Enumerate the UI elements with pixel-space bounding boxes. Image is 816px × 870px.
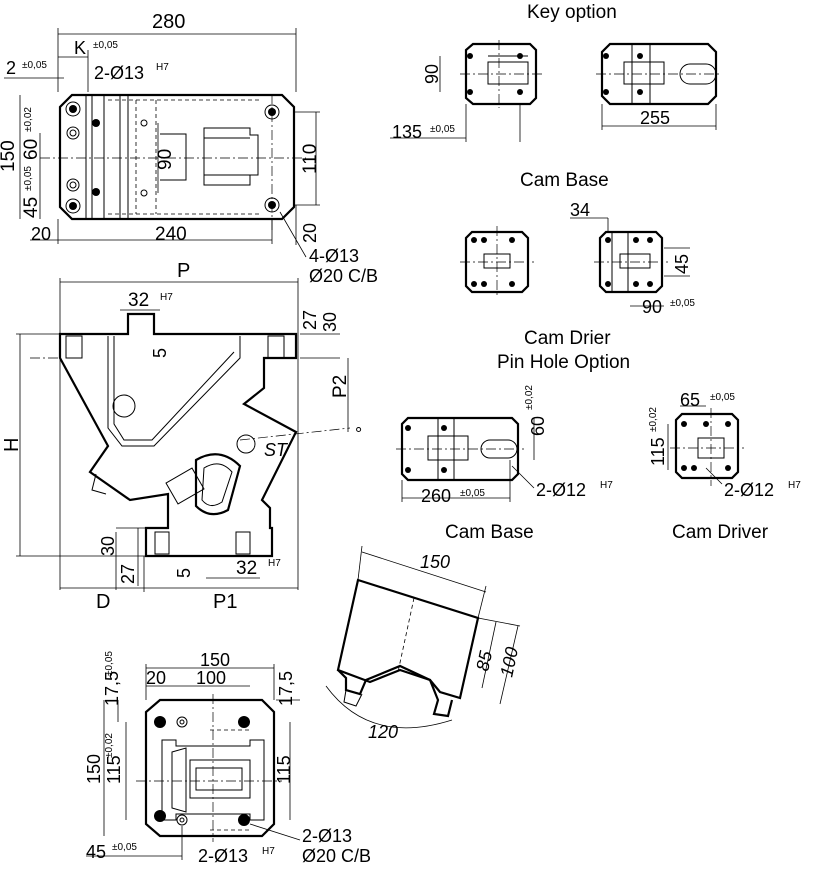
dim-20-right: 20 [300,223,320,243]
cd-h7: H7 [788,480,801,491]
bv-dim-17-5-left: 17,5 [102,671,122,706]
dim-20-left: 20 [31,224,51,244]
top-view: 280 K ±0,05 2 ±0,05 2-Ø13 H7 [0,11,378,286]
dim-d: D [96,591,110,613]
bv-dim-115-right: 115 [274,755,294,784]
label-h7: H7 [156,62,169,73]
bottom-view: 150 20 100 17,5 ±0,05 17,5 150 115 ±0,02… [84,650,371,866]
ph-holes-12: 2-Ø12 [536,480,586,500]
bv-dim-150-v: 150 [84,754,104,784]
dim-27-bottom: 27 [118,564,138,584]
bv-dim-20: 20 [146,668,166,688]
dim-90: 90 [155,149,176,170]
dim-32: 32 [128,290,149,311]
cb1-dim-90: 90 [642,297,662,317]
cb1-dim-45: 45 [672,254,692,274]
bv-dim-115: 115 [104,755,124,784]
cb1-tol-90: ±0,05 [670,298,695,309]
iso-cam-view: 150 85 100 120 [325,545,522,742]
dim-45: 45 [21,197,42,218]
cd-dim-115: 115 [648,437,668,466]
ph-dim-60: 60 [528,416,548,436]
bv-cb-20: Ø20 C/B [302,846,371,866]
iso-dim-150: 150 [420,552,450,572]
ph-h7: H7 [600,480,613,491]
label-2-holes-13: 2-Ø13 [94,63,144,83]
title-cam-driver: Cam Driver [672,522,769,543]
tol-60: ±0,02 [23,107,34,132]
dim-240: 240 [155,224,187,245]
dim-p2: P2 [330,375,351,398]
title-cam-drier: Cam Drier [524,328,611,349]
title-cam-base-2: Cam Base [445,522,534,543]
bv-holes-13-b: 2-Ø13 [198,846,248,866]
tol-45: ±0,05 [23,166,34,191]
bv-dim-45: 45 [86,842,106,862]
dim-angle: ° [355,424,362,444]
bv-tol-17-5: ±0,05 [104,651,115,676]
key-tol-135: ±0,05 [430,124,455,135]
dim-60: 60 [21,139,42,160]
key-dim-255: 255 [640,108,670,128]
cd-holes-12: 2-Ø12 [724,480,774,500]
key-option-section: Key option 90 135 ±0,05 255 [390,2,722,142]
dim-k: K [74,38,86,58]
cd-tol-115: ±0,02 [648,407,659,432]
cd-tol-65: ±0,05 [710,392,735,403]
dim-h: H [1,438,23,452]
dim-30: 30 [320,312,340,332]
title-key-option: Key option [527,2,617,23]
cd-dim-65: 65 [680,390,700,410]
title-pin-hole-option: Pin Hole Option [497,352,630,373]
cam-base-section-1: Cam Base 34 45 90 ±0,05 [460,170,695,317]
ph-tol-260: ±0,05 [460,488,485,499]
bv-tol-115: ±0,02 [104,733,115,758]
dim-32-bottom: 32 [236,558,257,579]
cam-driver-section: 65 ±0,05 115 ±0,02 2-Ø12 H7 Cam Driver [648,390,801,543]
iso-dim-120: 120 [368,722,398,742]
label-st: ST [264,440,289,460]
pin-hole-section: Cam Drier Pin Hole Option 60 ±0,02 260 ±… [396,328,630,543]
dim-5-bottom: 5 [174,568,194,578]
title-cam-base-1: Cam Base [520,170,609,191]
bv-h7: H7 [262,846,275,857]
iso-dim-85: 85 [472,648,496,673]
dim-280: 280 [152,11,185,33]
bv-dim-100: 100 [196,668,226,688]
label-h7-top: H7 [160,292,173,303]
side-view: P 32 H7 27 30 5 P2 ° ST H 30 [1,260,362,613]
bv-tol-45: ±0,05 [112,842,137,853]
dim-p: P [177,260,190,282]
dim-150: 150 [0,140,19,172]
bv-dim-150: 150 [200,650,230,670]
ph-dim-260: 260 [421,486,451,506]
dim-p1: P1 [213,591,237,613]
tol-2: ±0,05 [22,60,47,71]
key-dim-135: 135 [392,122,422,142]
dim-110: 110 [300,144,321,174]
cb1-dim-34: 34 [570,200,590,220]
label-h7-bottom: H7 [268,558,281,569]
bv-dim-17-5-right: 17,5 [276,671,296,706]
dim-5: 5 [150,348,170,358]
dim-27: 27 [300,310,320,330]
label-4-holes-13: 4-Ø13 [309,246,359,266]
bv-holes-13-a: 2-Ø13 [302,826,352,846]
tol-k: ±0,05 [93,40,118,51]
key-dim-90: 90 [422,64,442,84]
dim-30-bottom: 30 [98,536,118,556]
label-cb-20: Ø20 C/B [309,266,378,286]
dim-2: 2 [6,58,16,78]
iso-dim-100: 100 [496,645,522,679]
ph-tol-60: ±0,02 [524,385,535,410]
